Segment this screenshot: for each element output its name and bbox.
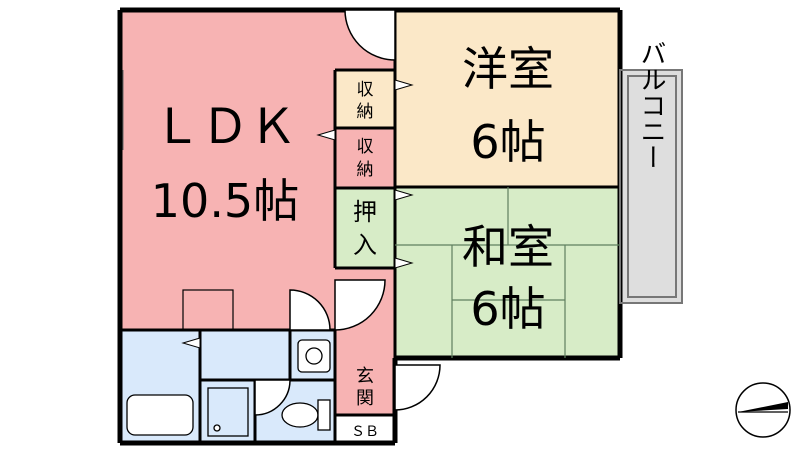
shoe-box-label: ＳＢ [351, 424, 379, 440]
kitchen-counter [182, 289, 234, 331]
storage-lower [335, 128, 395, 186]
storage-upper [335, 70, 395, 128]
entrance-line1: 玄 [356, 366, 374, 387]
tatami-lines [395, 187, 620, 358]
storage-upper-line2: 納 [357, 102, 374, 122]
shoe-box [335, 415, 395, 443]
door-marks [181, 79, 414, 349]
compass-icon [735, 382, 791, 438]
ldk-name: ＬＤＫ [153, 99, 297, 155]
bath-fixtures [126, 339, 331, 437]
ldk-size: 10.5帖 [151, 174, 299, 228]
western-name: 洋室 [462, 42, 554, 96]
storage-lower-line1: 収 [357, 137, 374, 157]
closet-line1: 押 [353, 198, 377, 226]
storage-upper-line1: 収 [357, 80, 374, 100]
door-swings [254, 9, 441, 416]
closet [335, 188, 395, 268]
storage-lower-line2: 納 [357, 160, 374, 180]
western-size: 6帖 [470, 115, 545, 169]
balcony [620, 70, 682, 303]
japanese-name: 和室 [462, 220, 554, 274]
balcony-rail [619, 69, 683, 304]
balcony-label: バルコニー [636, 40, 666, 170]
japanese-size: 6帖 [470, 282, 545, 336]
entrance [335, 355, 395, 415]
western-room [395, 10, 620, 187]
closet-line2: 入 [353, 231, 377, 259]
entrance-line2: 関 [356, 388, 374, 409]
